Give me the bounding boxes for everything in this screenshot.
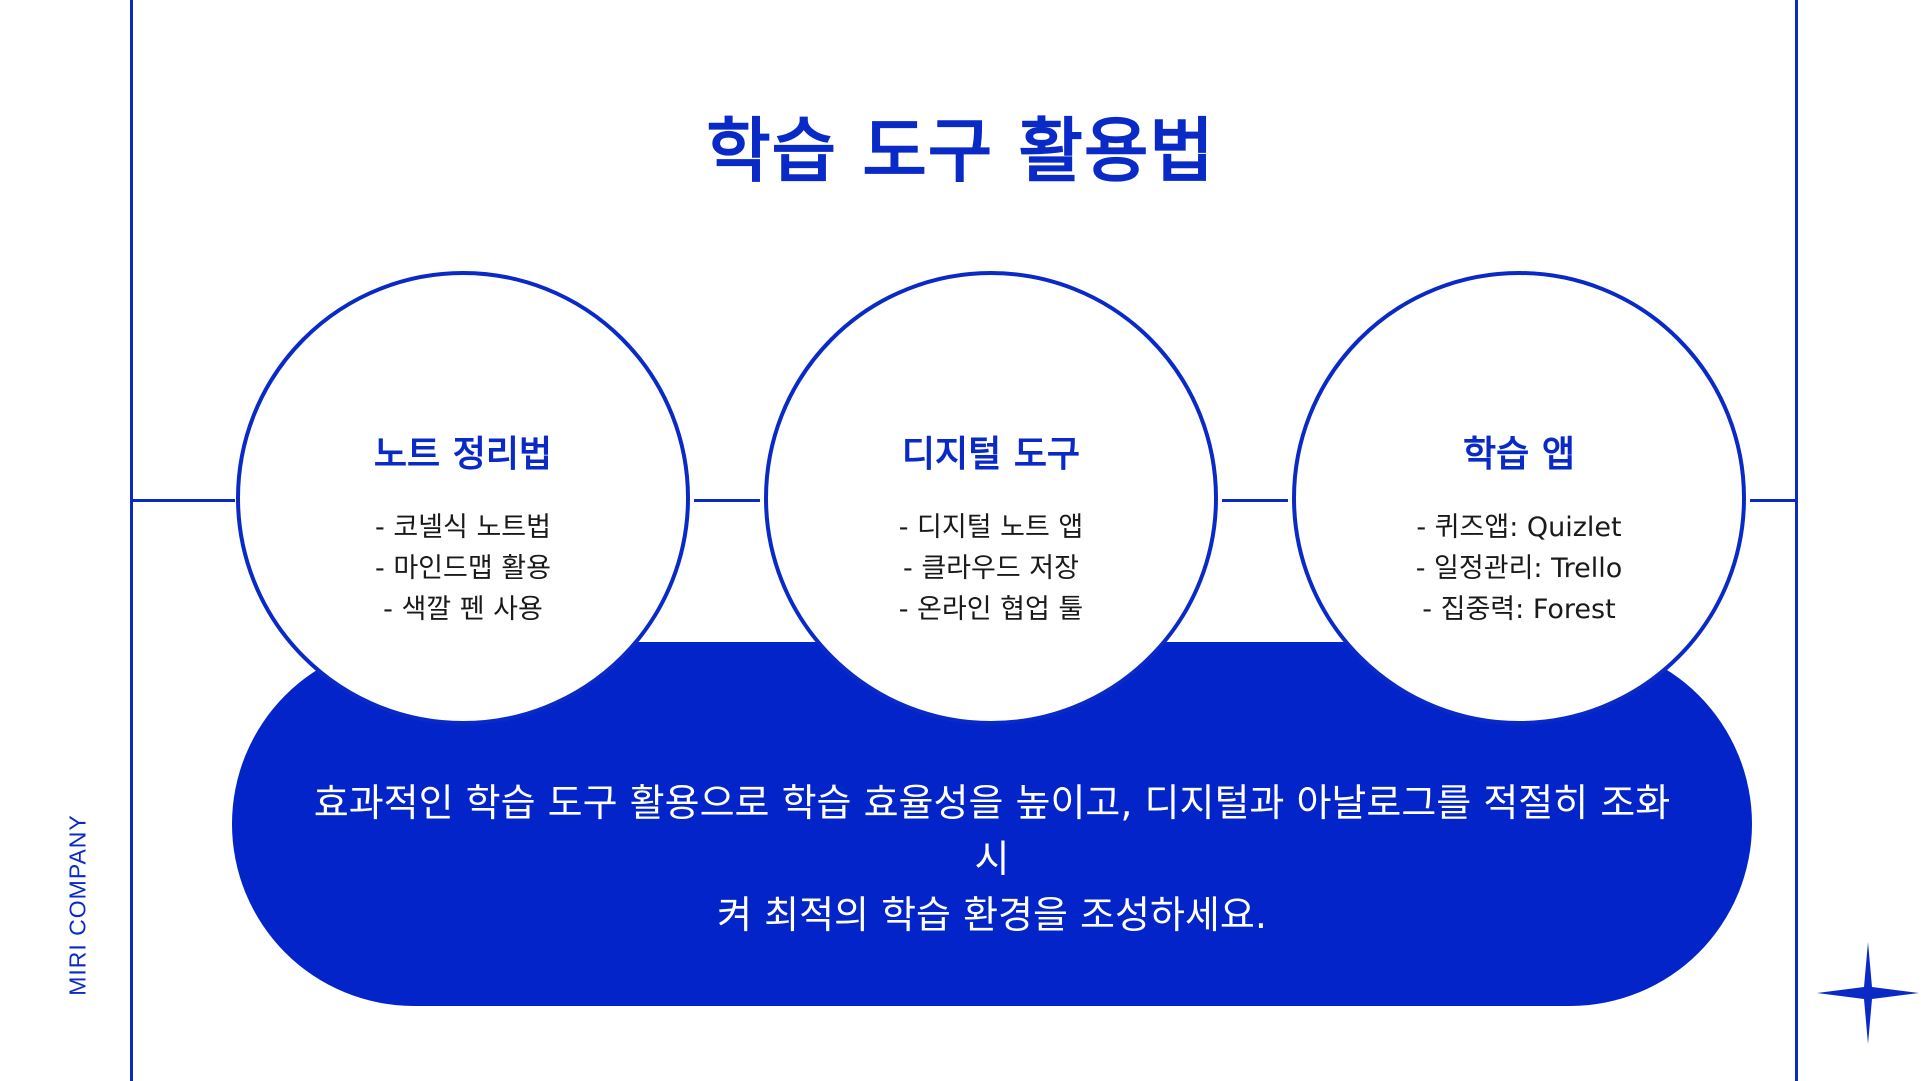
circle-digital-tools: 디지털 도구 - 디지털 노트 앱 - 클라우드 저장 - 온라인 협업 툴 [764,271,1218,725]
list-item: - 마인드맵 활용 [375,553,551,584]
company-label: MIRI COMPANY [64,814,91,996]
circle-item-list: - 디지털 노트 앱 - 클라우드 저장 - 온라인 협업 툴 [768,507,1214,630]
circle-item-list: - 퀴즈앱: Quizlet - 일정관리: Trello - 집중력: For… [1296,507,1742,630]
connector-line-1 [694,499,760,502]
list-item: - 집중력: Forest [1422,594,1616,625]
summary-text: 효과적인 학습 도구 활용으로 학습 효율성을 높이고, 디지털과 아날로그를 … [300,775,1684,943]
four-point-star-icon [1817,942,1919,1044]
circle-study-apps: 학습 앱 - 퀴즈앱: Quizlet - 일정관리: Trello - 집중력… [1292,271,1746,725]
list-item: - 색깔 펜 사용 [383,594,543,625]
connector-line-right [1750,499,1795,502]
circle-title: 디지털 도구 [901,434,1081,475]
summary-line-1: 효과적인 학습 도구 활용으로 학습 효율성을 높이고, 디지털과 아날로그를 … [313,781,1671,881]
circle-title: 노트 정리법 [373,434,553,475]
list-item: - 클라우드 저장 [903,553,1079,584]
summary-line-2: 켜 최적의 학습 환경을 조성하세요. [717,893,1267,937]
connector-line-left [133,499,235,502]
list-item: - 온라인 협업 툴 [898,594,1084,625]
list-item: - 디지털 노트 앱 [898,512,1084,543]
right-border-line [1795,0,1798,1081]
circle-title: 학습 앱 [1463,434,1575,475]
list-item: - 퀴즈앱: Quizlet [1416,512,1622,543]
list-item: - 코넬식 노트법 [375,512,551,543]
circle-note-method: 노트 정리법 - 코넬식 노트법 - 마인드맵 활용 - 색깔 펜 사용 [236,271,690,725]
connector-line-2 [1222,499,1288,502]
circle-item-list: - 코넬식 노트법 - 마인드맵 활용 - 색깔 펜 사용 [240,507,686,630]
slide-title: 학습 도구 활용법 [706,110,1215,192]
left-border-line [130,0,133,1081]
list-item: - 일정관리: Trello [1415,553,1623,584]
